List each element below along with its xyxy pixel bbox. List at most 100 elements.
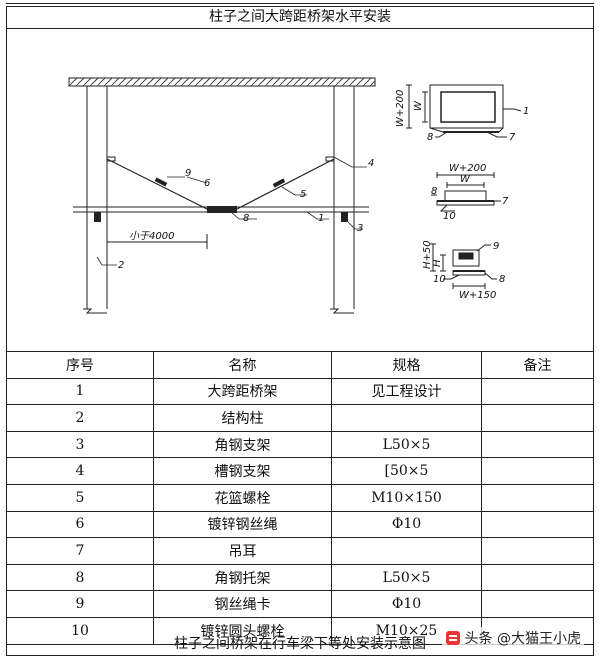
- row-remark: [482, 591, 593, 617]
- row-name: 大跨距桥架: [154, 378, 332, 405]
- detail-b-callout-7: 7: [502, 196, 509, 207]
- row-number: 10: [7, 617, 154, 644]
- table-row: 4 槽钢支架 [50×5: [7, 458, 593, 485]
- watermark: 头条 @大猫王小虎: [441, 627, 584, 649]
- row-spec: [332, 538, 482, 564]
- turnbuckles: [154, 177, 286, 188]
- row-number: 6: [7, 511, 154, 538]
- parts-table: 序号 名称 规格 备注 1 大跨距桥架 见工程设计 2 结构柱 3 角钢支架 L…: [7, 351, 593, 645]
- overhead-beam: [68, 77, 376, 87]
- row-number: 2: [7, 405, 154, 431]
- dim-h-c: H: [432, 259, 443, 267]
- detail-section-a: [406, 84, 522, 138]
- channel-brackets: [107, 156, 334, 162]
- row-remark: [482, 432, 593, 458]
- row-number: 9: [7, 591, 154, 617]
- row-number: 1: [7, 378, 154, 405]
- table-row: 3 角钢支架 L50×5: [7, 431, 593, 459]
- callout-8: 8: [243, 213, 249, 224]
- right-column: [330, 86, 355, 314]
- row-name: 吊耳: [154, 538, 332, 564]
- row-spec: Φ10: [332, 591, 482, 617]
- detail-b-callout-10: 10: [443, 211, 456, 222]
- leader-lines: [96, 156, 367, 266]
- row-remark: [482, 538, 593, 564]
- header-spec: 规格: [332, 352, 482, 378]
- row-name: 结构柱: [154, 405, 332, 431]
- elevation-diagram: 小于4000 4 5 9 6 8 1 3: [68, 77, 529, 314]
- drawing-sheet: 柱子之间大跨距桥架水平安装: [6, 0, 594, 661]
- row-remark: [482, 405, 593, 431]
- row-spec: M10×150: [332, 484, 482, 511]
- row-spec: [50×5: [332, 458, 482, 484]
- row-remark: [482, 379, 593, 405]
- table-row: 2 结构柱: [7, 405, 593, 432]
- callout-3: 3: [357, 223, 363, 234]
- detail-c-callout-8: 8: [499, 274, 505, 285]
- top-rule: [6, 3, 594, 4]
- row-remark: [482, 565, 593, 591]
- header-number: 序号: [7, 352, 154, 378]
- span-label: 小于4000: [129, 230, 174, 242]
- row-spec: Φ10: [332, 511, 482, 538]
- row-name: 角钢支架: [154, 431, 332, 458]
- row-number: 3: [7, 431, 154, 458]
- dim-w-a: W: [413, 100, 424, 111]
- table-header-row: 序号 名称 规格 备注: [7, 352, 593, 379]
- row-name: 镀锌圆头螺栓: [154, 617, 332, 644]
- row-spec: [332, 405, 482, 431]
- table-row: 9 钢丝绳卡 Φ10: [7, 591, 593, 618]
- installation-drawing: 小于4000 4 5 9 6 8 1 3: [7, 29, 593, 351]
- sheet-frame: 柱子之间大跨距桥架水平安装: [6, 6, 594, 656]
- header-remark: 备注: [523, 357, 552, 374]
- row-name: 角钢托架: [154, 564, 332, 591]
- table-row: 10 镀锌圆头螺栓 M10×25: [7, 617, 593, 645]
- angle-brackets: [94, 212, 348, 222]
- table-row: 8 角钢托架 L50×5: [7, 564, 593, 592]
- row-spec: 见工程设计: [332, 378, 482, 405]
- detail-a-callout-1: 1: [523, 106, 529, 117]
- dim-h50-c: H+50: [422, 240, 433, 269]
- row-name: 槽钢支架: [154, 458, 332, 484]
- toutiao-logo-icon: [445, 631, 460, 645]
- detail-a-callout-8: 8: [427, 132, 433, 143]
- callout-5: 5: [300, 189, 306, 200]
- table-row: 5 花篮螺栓 M10×150: [7, 484, 593, 512]
- dim-w-b: W: [460, 174, 471, 185]
- row-spec: L50×5: [332, 564, 482, 591]
- left-column: [83, 86, 108, 314]
- detail-section-c: [430, 243, 497, 289]
- detail-a-callout-7: 7: [509, 132, 516, 143]
- detail-b-callout-8: 8: [431, 186, 437, 197]
- dim-w200-b: W+200: [449, 163, 486, 174]
- dim-w150-c: W+150: [459, 290, 496, 301]
- header-name: 名称: [154, 352, 332, 378]
- figure-caption: 柱子之间桥架在行车梁下等处安装示意图: [174, 636, 426, 652]
- callout-9: 9: [185, 168, 191, 179]
- detail-c-callout-10: 10: [433, 274, 446, 285]
- callout-2: 2: [118, 260, 124, 271]
- row-remark: [482, 458, 593, 484]
- detail-section-b: [431, 172, 501, 212]
- watermark-text: 头条 @大猫王小虎: [464, 631, 581, 647]
- row-number: 5: [7, 484, 154, 511]
- row-spec: L50×5: [332, 431, 482, 458]
- sheet-title: 柱子之间大跨距桥架水平安装: [7, 7, 593, 29]
- dim-w200-a: W+200: [395, 90, 406, 127]
- table-row: 1 大跨距桥架 见工程设计: [7, 378, 593, 406]
- row-remark: [482, 512, 593, 538]
- row-name: 镀锌钢丝绳: [154, 511, 332, 538]
- wire-ropes: [106, 158, 335, 210]
- callout-1: 1: [318, 213, 324, 224]
- center-bracket: [207, 206, 237, 213]
- row-name: 钢丝绳卡: [154, 591, 332, 617]
- row-remark: [482, 485, 593, 511]
- table-row: 6 镀锌钢丝绳 Φ10: [7, 511, 593, 539]
- row-name: 花篮螺栓: [154, 484, 332, 511]
- table-row: 7 吊耳: [7, 538, 593, 565]
- callout-6: 6: [204, 178, 210, 189]
- row-number: 7: [7, 538, 154, 564]
- row-number: 8: [7, 564, 154, 591]
- detail-c-callout-9: 9: [493, 241, 499, 252]
- callout-4: 4: [368, 158, 374, 169]
